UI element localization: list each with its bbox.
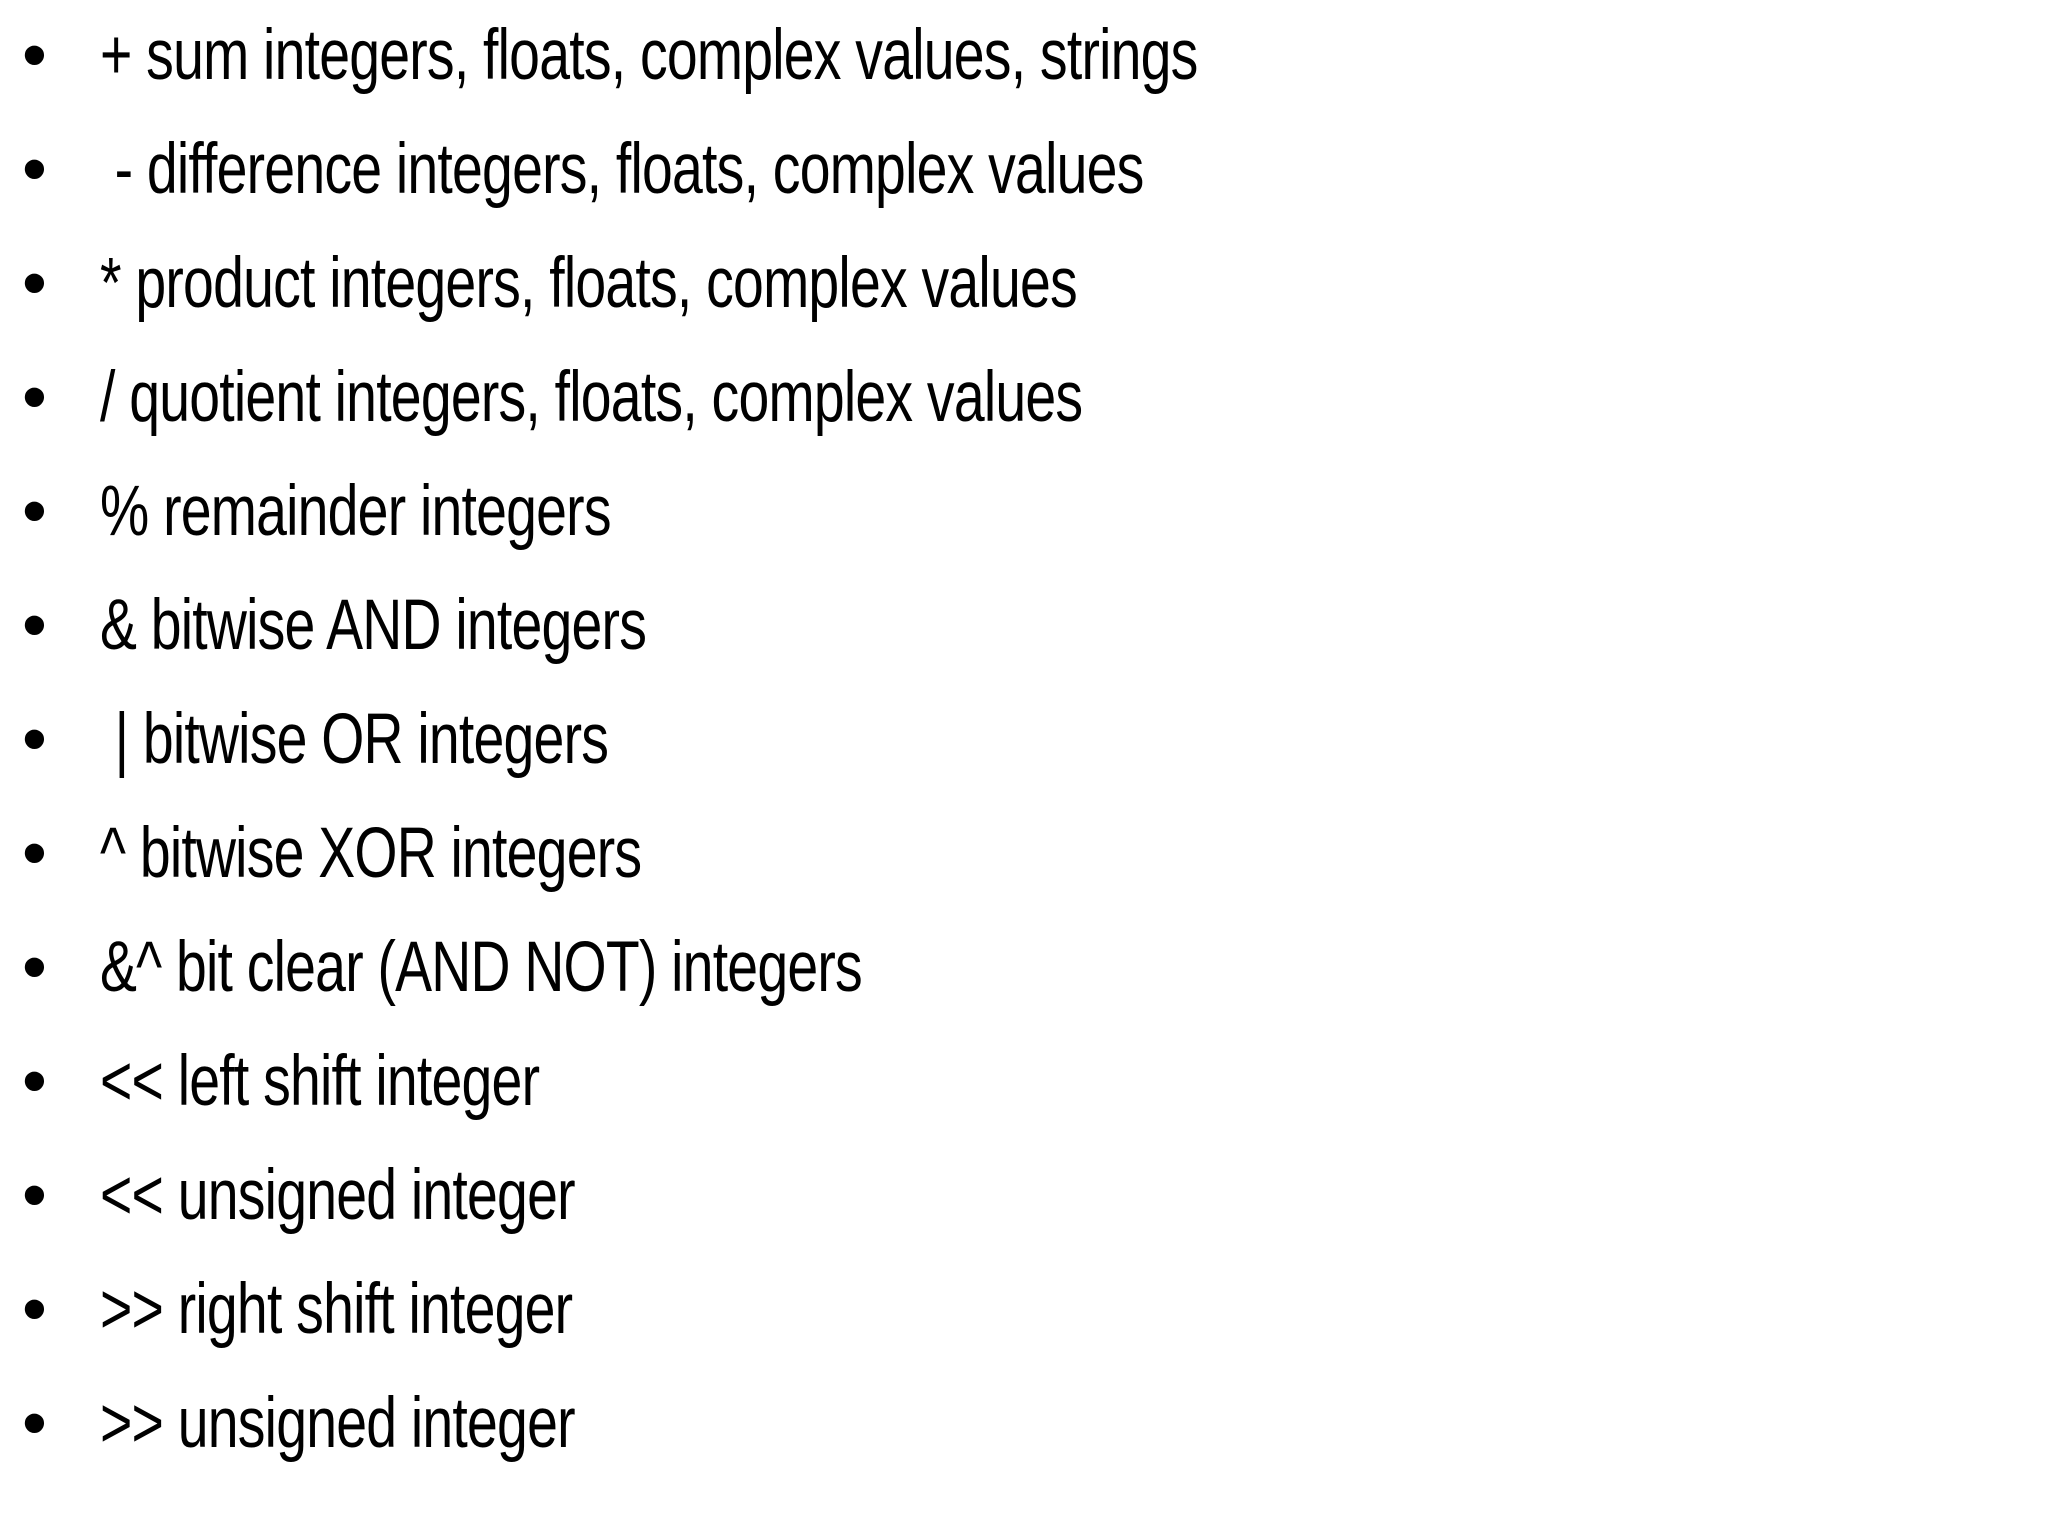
bullet-icon: •: [22, 472, 47, 551]
list-item: • ^ bitwise XOR integers: [0, 798, 2048, 912]
list-item: • & bitwise AND integers: [0, 570, 2048, 684]
list-item-text: << left shift integer: [100, 1042, 540, 1121]
list-item: • << unsigned integer: [0, 1140, 2048, 1254]
list-item: • >> unsigned integer: [0, 1368, 2048, 1482]
list-item: • - difference integers, floats, complex…: [0, 114, 2048, 228]
list-item-text: >> unsigned integer: [100, 1384, 576, 1463]
list-item-text: + sum integers, floats, complex values, …: [100, 16, 1198, 95]
list-item: • % remainder integers: [0, 456, 2048, 570]
bullet-icon: •: [22, 1156, 47, 1235]
list-item: • | bitwise OR integers: [0, 684, 2048, 798]
list-item-text: * product integers, floats, complex valu…: [100, 244, 1078, 323]
list-item-text: >> right shift integer: [100, 1270, 573, 1349]
operator-bullet-list: • + sum integers, floats, complex values…: [0, 0, 2048, 1482]
bullet-icon: •: [22, 1270, 47, 1349]
list-item-text: / quotient integers, floats, complex val…: [100, 358, 1083, 437]
list-item-text: % remainder integers: [100, 472, 612, 551]
bullet-icon: •: [22, 1042, 47, 1121]
bullet-icon: •: [22, 358, 47, 437]
list-item: • << left shift integer: [0, 1026, 2048, 1140]
bullet-icon: •: [22, 244, 47, 323]
list-item: • / quotient integers, floats, complex v…: [0, 342, 2048, 456]
list-item: • >> right shift integer: [0, 1254, 2048, 1368]
bullet-icon: •: [22, 586, 47, 665]
list-item: • &^ bit clear (AND NOT) integers: [0, 912, 2048, 1026]
list-item-text: - difference integers, floats, complex v…: [100, 130, 1145, 209]
bullet-icon: •: [22, 16, 47, 95]
bullet-icon: •: [22, 130, 47, 209]
list-item-text: | bitwise OR integers: [100, 700, 609, 779]
bullet-icon: •: [22, 814, 47, 893]
list-item-text: ^ bitwise XOR integers: [100, 814, 642, 893]
list-item-text: << unsigned integer: [100, 1156, 576, 1235]
bullet-icon: •: [22, 700, 47, 779]
list-item: • + sum integers, floats, complex values…: [0, 0, 2048, 114]
bullet-icon: •: [22, 928, 47, 1007]
list-item-text: & bitwise AND integers: [100, 586, 647, 665]
list-item: • * product integers, floats, complex va…: [0, 228, 2048, 342]
list-item-text: &^ bit clear (AND NOT) integers: [100, 928, 863, 1007]
bullet-icon: •: [22, 1384, 47, 1463]
